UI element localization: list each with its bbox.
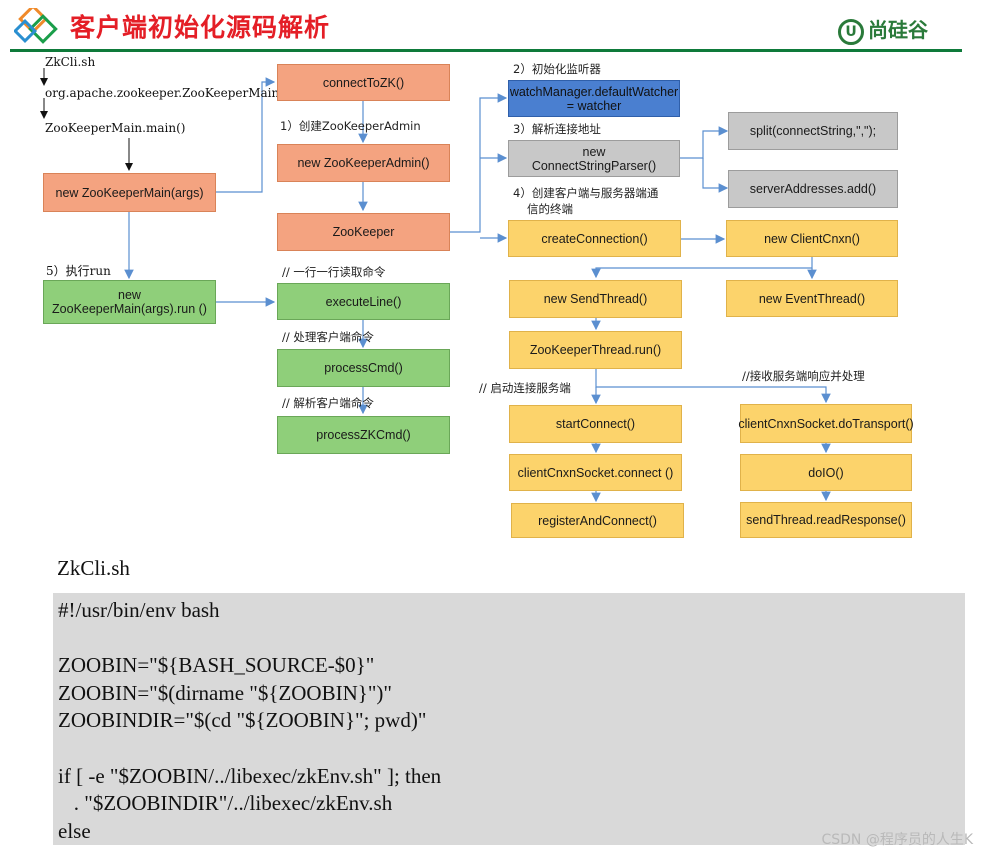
node-new-zookeeper-main: new ZooKeeperMain(args) [43, 173, 216, 212]
node-do-io: doIO() [740, 454, 912, 491]
node-socket-connect: clientCnxnSocket.connect () [509, 454, 682, 491]
start-server-label: // 启动连接服务端 [479, 381, 571, 395]
code-line [58, 625, 965, 653]
read-cmd-label: // 一行一行读取命令 [282, 265, 386, 279]
node-server-addresses: serverAddresses.add() [728, 170, 898, 208]
handle-cmd-label: // 处理客户端命令 [282, 330, 374, 344]
step2-label: 2）初始化监听器 [513, 62, 601, 76]
node-process-cmd: processCmd() [277, 349, 450, 387]
node-new-zookeeper-admin: new ZooKeeperAdmin() [277, 144, 450, 182]
node-new-client-cnxn: new ClientCnxn() [726, 220, 898, 257]
node-connect-to-zk: connectToZK() [277, 64, 450, 101]
code-line: if [ -e "$ZOOBIN/../libexec/zkEnv.sh" ];… [58, 763, 442, 788]
code-line: ZOOBINDIR="$(cd "${ZOOBIN}"; pwd)" [58, 708, 427, 733]
page-title: 客户端初始化源码解析 [70, 13, 331, 42]
node-read-response: sendThread.readResponse() [740, 502, 912, 538]
header-divider [10, 49, 962, 52]
node-run: new ZooKeeperMain(args).run () [43, 280, 216, 324]
node-split: split(connectString,","); [728, 112, 898, 150]
logo-icon [14, 8, 58, 48]
code-title: ZkCli.sh [57, 556, 130, 580]
step1-label: 1）创建ZooKeeperAdmin [280, 119, 421, 133]
brand-name: 尚硅谷 [868, 18, 928, 42]
code-block: #!/usr/bin/env bash ZOOBIN="${BASH_SOURC… [53, 593, 965, 845]
main-class-label: org.apache.zookeeper.ZooKeeperMain [45, 86, 280, 100]
code-line: ZOOBIN="${BASH_SOURCE-$0}" [58, 653, 375, 678]
node-new-send-thread: new SendThread() [509, 280, 682, 318]
main-method-label: ZooKeeperMain.main() [45, 121, 186, 135]
node-start-connect: startConnect() [509, 405, 682, 443]
diagram-connectors [40, 68, 831, 503]
code-line: ZOOBIN="$(dirname "${ZOOBIN}")" [58, 680, 392, 705]
node-default-watcher: watchManager.defaultWatcher = watcher [508, 80, 680, 117]
node-zookeeper: ZooKeeper [277, 213, 450, 251]
brand-mark-icon: U [838, 18, 864, 45]
parse-cmd-label: // 解析客户端命令 [282, 396, 374, 410]
code-line: else [58, 818, 91, 843]
node-process-zk-cmd: processZKCmd() [277, 416, 450, 454]
node-do-transport: clientCnxnSocket.doTransport() [738, 404, 914, 443]
step4-label-line1: 4）创建客户端与服务器端通 [513, 186, 659, 200]
recv-response-label: //接收服务端响应并处理 [742, 369, 865, 383]
script-name-label: ZkCli.sh [45, 55, 96, 69]
code-line: . "$ZOOBINDIR"/../libexec/zkEnv.sh [58, 791, 393, 816]
step4-label-line2: 信的终端 [527, 202, 573, 216]
node-zookeeper-thread-run: ZooKeeperThread.run() [509, 331, 682, 369]
watermark: CSDN @程序员的人生K [821, 832, 973, 848]
node-register-and-connect: registerAndConnect() [511, 503, 684, 538]
node-new-event-thread: new EventThread() [726, 280, 898, 317]
step3-label: 3）解析连接地址 [513, 122, 601, 136]
code-line: #!/usr/bin/env bash [58, 598, 220, 622]
step5-label: 5）执行run [46, 264, 111, 278]
node-execute-line: executeLine() [277, 283, 450, 320]
node-create-connection: createConnection() [508, 220, 681, 257]
node-connect-string-parser: new ConnectStringParser() [508, 140, 680, 177]
code-line [58, 735, 965, 763]
